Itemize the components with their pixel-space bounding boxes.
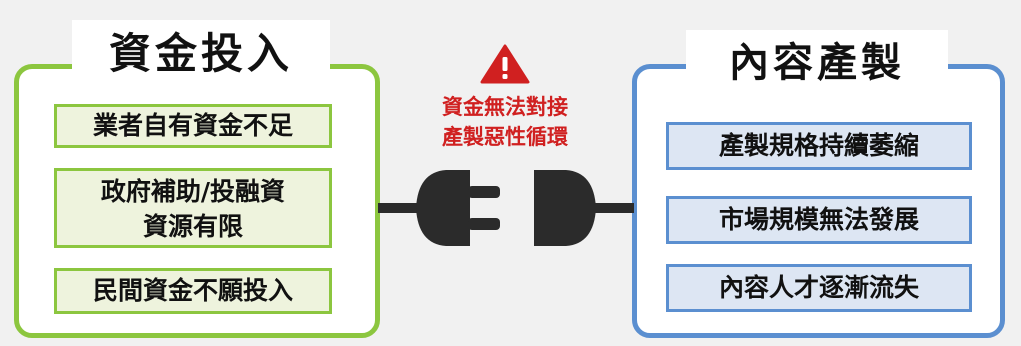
production-item-3: 內容人才逐漸流失 — [666, 264, 972, 312]
funding-item-1: 業者自有資金不足 — [54, 104, 332, 148]
funding-title: 資金投入 — [72, 20, 330, 90]
production-item-1: 產製規格持續萎縮 — [666, 122, 972, 170]
warning-text-line-2: 產製惡性循環 — [442, 125, 568, 149]
funding-item-2: 政府補助/投融資 資源有限 — [54, 168, 332, 248]
disconnected-plug-icon — [378, 170, 634, 246]
funding-item-3: 民間資金不願投入 — [54, 268, 332, 314]
production-title: 內容產製 — [686, 30, 948, 96]
warning-triangle-icon — [480, 44, 530, 84]
warning-text-line-1: 資金無法對接 — [442, 95, 568, 119]
production-item-2: 市場規模無法發展 — [666, 196, 972, 244]
